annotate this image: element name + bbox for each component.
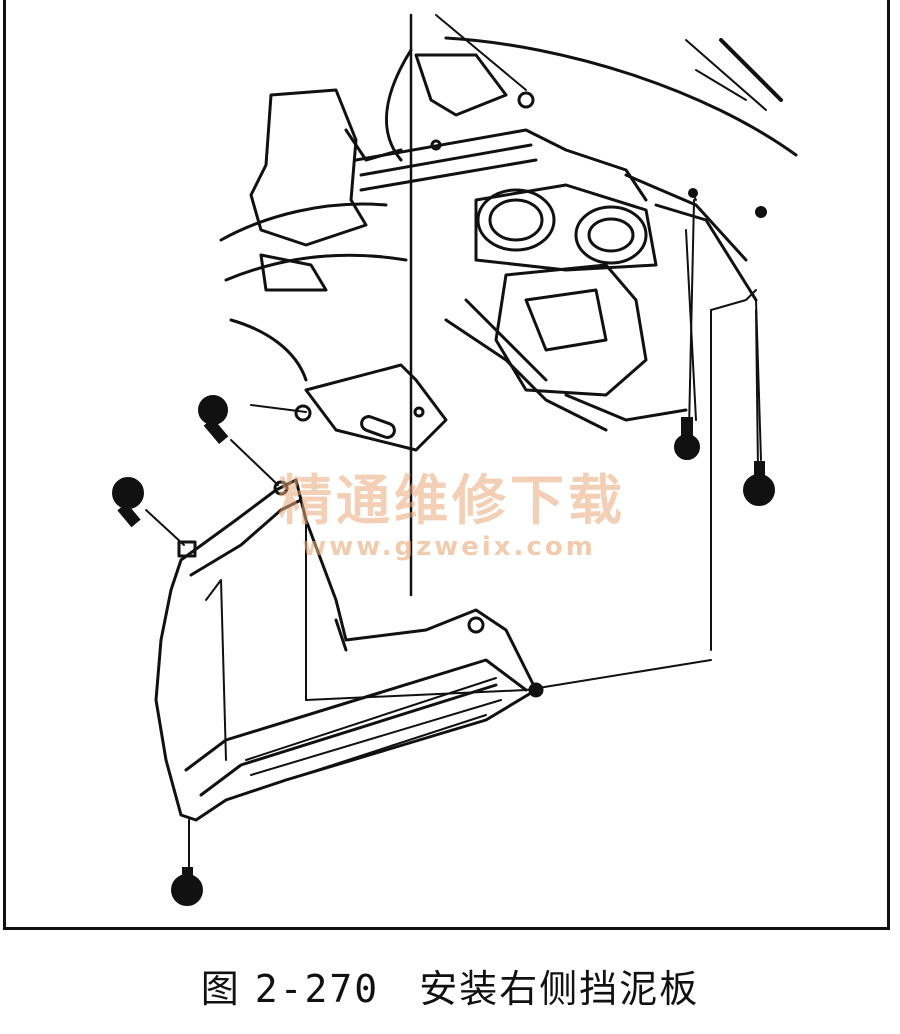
splash-shield-diagram <box>112 13 798 906</box>
bushing-right <box>574 205 648 265</box>
wheel-arch-mark-2 <box>719 38 783 102</box>
caption-title: 安装右侧挡泥板 <box>419 967 700 1011</box>
caption-number: 2-270 <box>254 967 380 1011</box>
bolt-right-1 <box>674 417 700 460</box>
bolt-2 <box>198 395 229 445</box>
left-component <box>249 88 368 247</box>
bolt-right-2 <box>743 461 775 506</box>
lower-mount <box>494 263 648 397</box>
caption-label: 图 <box>200 967 241 1011</box>
guide-line-bolt-right-2 <box>755 309 759 471</box>
figure-frame <box>3 0 890 930</box>
bracket-plate <box>304 363 448 452</box>
bolt-bottom <box>171 867 203 906</box>
guide-line-bolt-right-1 <box>688 199 695 431</box>
figure-caption: 图 2-270 安装右侧挡泥板 <box>0 958 900 1013</box>
guide-line-bolt-1 <box>145 509 185 546</box>
wheel-arch-mark-1 <box>685 39 767 111</box>
guide-line-bolt-2 <box>230 439 279 486</box>
wheel-arch-outer <box>444 36 798 157</box>
bolt-1 <box>112 477 144 528</box>
subframe-upper <box>354 128 648 202</box>
vertical-line-2 <box>435 14 527 91</box>
bushing-left <box>476 188 556 252</box>
wheel-arch-mark-3 <box>695 69 747 101</box>
